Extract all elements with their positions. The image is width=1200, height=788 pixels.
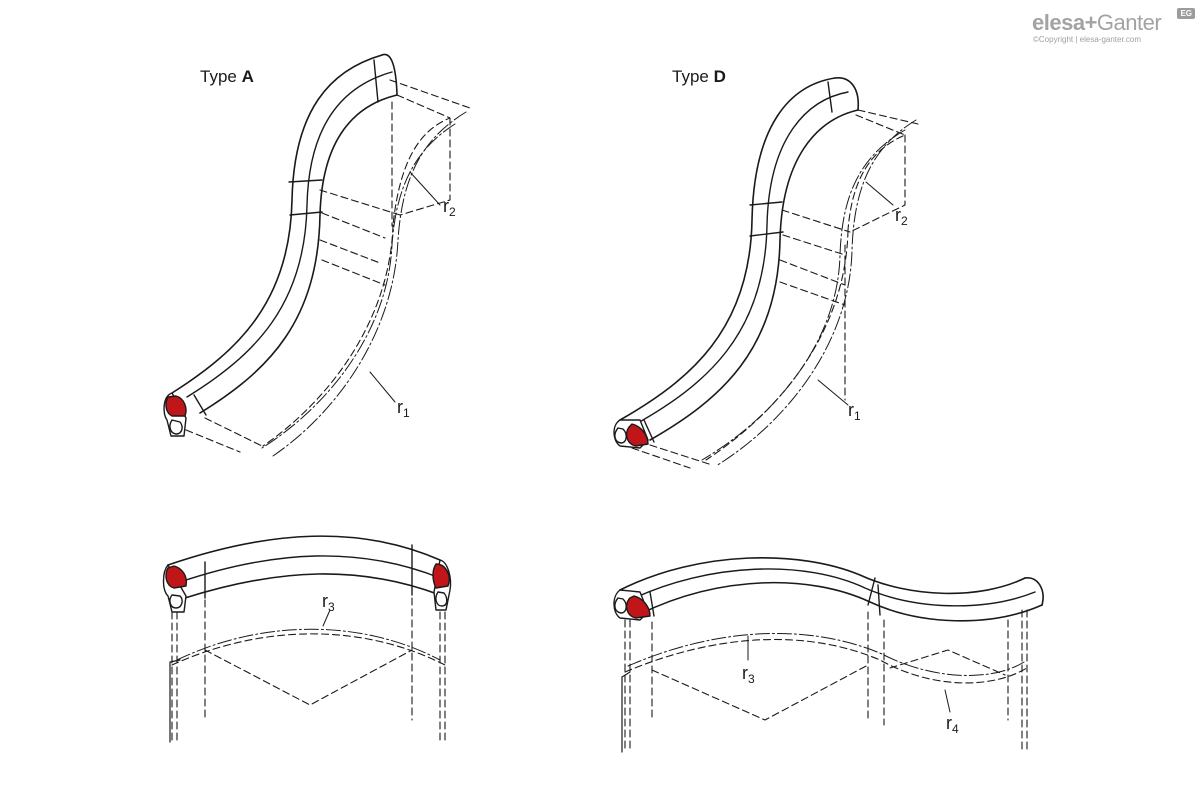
type-a-horizontal-profile-left: [162, 564, 188, 613]
type-d-prefix: Type: [672, 67, 714, 86]
logo-ganter-text: Ganter: [1096, 10, 1162, 35]
type-a-label: Type A: [200, 67, 254, 87]
type-a-vertical-hidden-lines: [185, 79, 471, 453]
logo-elesa-text: elesa: [1032, 10, 1085, 35]
type-d-horizontal-profile: [613, 589, 651, 621]
type-a-horizontal-strip: [167, 535, 441, 599]
type-a-leader-lines: [369, 171, 441, 403]
logo-plus-text: +: [1084, 10, 1098, 35]
type-d-r1-label: r1: [848, 400, 861, 423]
type-d-vertical-strip: [619, 77, 860, 443]
type-d-leader-lines: [817, 181, 894, 406]
type-d-vertical-profile: [613, 419, 649, 449]
type-a-r1-label: r1: [397, 397, 410, 420]
type-a-vertical-strip: [171, 53, 398, 416]
type-d-letter: D: [713, 67, 726, 86]
logo-badge: EG: [1177, 8, 1195, 19]
type-a-r3-label: r3: [322, 591, 335, 614]
type-a-vertical-profile: [163, 392, 187, 437]
type-d-label: Type D: [672, 67, 726, 87]
type-d-horizontal-solid-edges: [621, 671, 631, 753]
type-d-horizontal-hidden-lines: [624, 609, 1028, 753]
type-d-r3-label: r3: [742, 663, 755, 686]
type-a-vertical-centerlines: [261, 111, 467, 457]
type-a-horizontal-hidden-lines: [171, 597, 446, 741]
type-d-horizontal-centerlines: [627, 633, 1025, 676]
type-d-r2-label: r2: [895, 205, 908, 228]
type-a-r2-label: r2: [443, 196, 456, 219]
type-a-prefix: Type: [200, 67, 242, 86]
type-d-vertical-centerlines: [701, 119, 917, 467]
type-d-horizontal-leaders: [747, 635, 951, 713]
type-a-horizontal-profile-right: [432, 559, 452, 611]
type-a-horizontal-centerlines: [176, 628, 441, 661]
type-a-letter: A: [241, 67, 254, 86]
type-d-vertical-hidden-lines: [631, 109, 919, 469]
elesa-ganter-logo: elesa+Ganter EG ©Copyright | elesa-gante…: [1030, 8, 1195, 48]
logo-copyright: ©Copyright | elesa-ganter.com: [1033, 35, 1142, 44]
type-a-horizontal-leader: [322, 609, 331, 627]
type-d-horizontal-strip: [619, 556, 1044, 622]
type-a-horizontal-solid-edges: [169, 659, 181, 743]
type-d-r4-label: r4: [946, 713, 959, 736]
